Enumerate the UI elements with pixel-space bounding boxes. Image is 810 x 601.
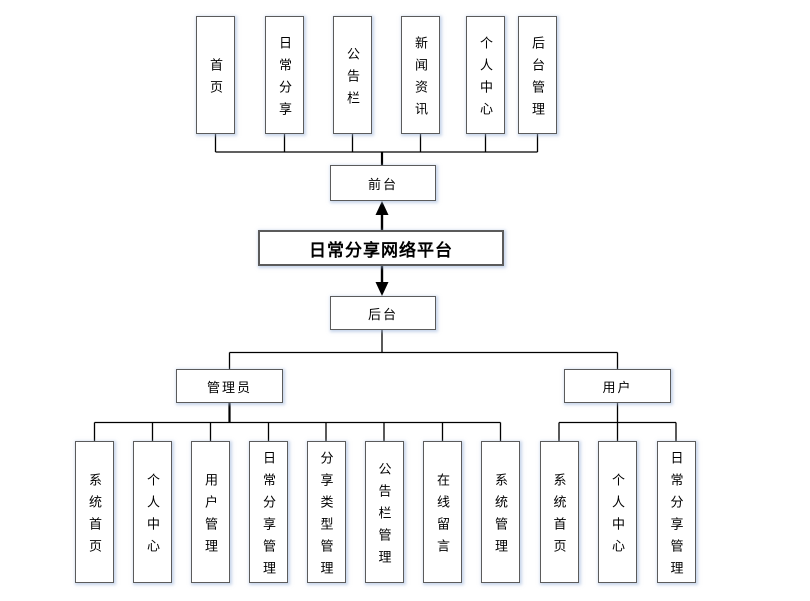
node-daily-share: 日常分享 bbox=[265, 16, 304, 134]
node-admin-user-mgmt: 用户管理 bbox=[191, 441, 230, 583]
node-user-system-home: 系统首页 bbox=[539, 441, 579, 583]
node-admin-daily-share-mgmt-label: 日常分享管理 bbox=[261, 450, 276, 583]
node-admin-bulletin-mgmt-label: 公告栏管理 bbox=[376, 461, 392, 572]
node-admin-personal-center-label: 个人中心 bbox=[145, 472, 160, 561]
node-admin-system-mgmt-label: 系统管理 bbox=[493, 472, 508, 561]
node-personal-center-label: 个人中心 bbox=[478, 35, 493, 124]
node-admin-user-mgmt-label: 用户管理 bbox=[203, 472, 218, 561]
node-admin-system-mgmt: 系统管理 bbox=[481, 441, 520, 583]
node-admin-share-type-mgmt: 分享类型管理 bbox=[306, 441, 346, 583]
node-admin-panel-label: 后台管理 bbox=[530, 35, 545, 124]
node-bulletin-board-label: 公告栏 bbox=[345, 46, 360, 113]
node-administrator: 管理员 bbox=[176, 369, 283, 403]
node-user-personal-center: 个人中心 bbox=[598, 441, 637, 583]
node-admin-online-message: 在线留言 bbox=[423, 441, 462, 583]
node-admin-panel: 后台管理 bbox=[518, 16, 557, 134]
node-user-label: 用户 bbox=[602, 379, 633, 395]
node-user-daily-share-mgmt: 日常分享管理 bbox=[656, 441, 696, 583]
node-admin-system-home-label: 系统首页 bbox=[87, 472, 102, 561]
node-platform-root-label: 日常分享网络平台 bbox=[309, 240, 453, 260]
node-daily-share-label: 日常分享 bbox=[277, 35, 292, 124]
tree-connectors bbox=[93, 134, 677, 441]
node-user-daily-share-mgmt-label: 日常分享管理 bbox=[668, 450, 684, 583]
node-admin-personal-center: 个人中心 bbox=[133, 441, 172, 583]
node-platform-root: 日常分享网络平台 bbox=[258, 230, 504, 266]
arrow-down-head bbox=[375, 282, 389, 296]
node-home-label: 首页 bbox=[208, 57, 223, 102]
node-admin-system-home: 系统首页 bbox=[75, 441, 114, 583]
node-frontend-label: 前台 bbox=[367, 176, 398, 192]
node-user: 用户 bbox=[564, 369, 671, 403]
node-admin-share-type-mgmt-label: 分享类型管理 bbox=[318, 450, 334, 583]
node-admin-online-message-label: 在线留言 bbox=[435, 472, 450, 561]
node-frontend: 前台 bbox=[330, 165, 436, 201]
node-backend: 后台 bbox=[330, 296, 436, 330]
node-user-personal-center-label: 个人中心 bbox=[610, 472, 625, 561]
node-personal-center: 个人中心 bbox=[466, 16, 505, 134]
node-admin-daily-share-mgmt: 日常分享管理 bbox=[249, 441, 288, 583]
node-home: 首页 bbox=[196, 16, 235, 134]
node-administrator-label: 管理员 bbox=[206, 379, 252, 395]
bold-connectors bbox=[228, 152, 384, 423]
arrow-up-head bbox=[375, 201, 389, 215]
node-bulletin-board: 公告栏 bbox=[333, 16, 372, 134]
node-user-system-home-label: 系统首页 bbox=[551, 472, 567, 561]
node-news-label: 新闻资讯 bbox=[413, 35, 428, 124]
node-admin-bulletin-mgmt: 公告栏管理 bbox=[364, 441, 404, 583]
node-backend-label: 后台 bbox=[367, 306, 398, 322]
node-news: 新闻资讯 bbox=[401, 16, 440, 134]
